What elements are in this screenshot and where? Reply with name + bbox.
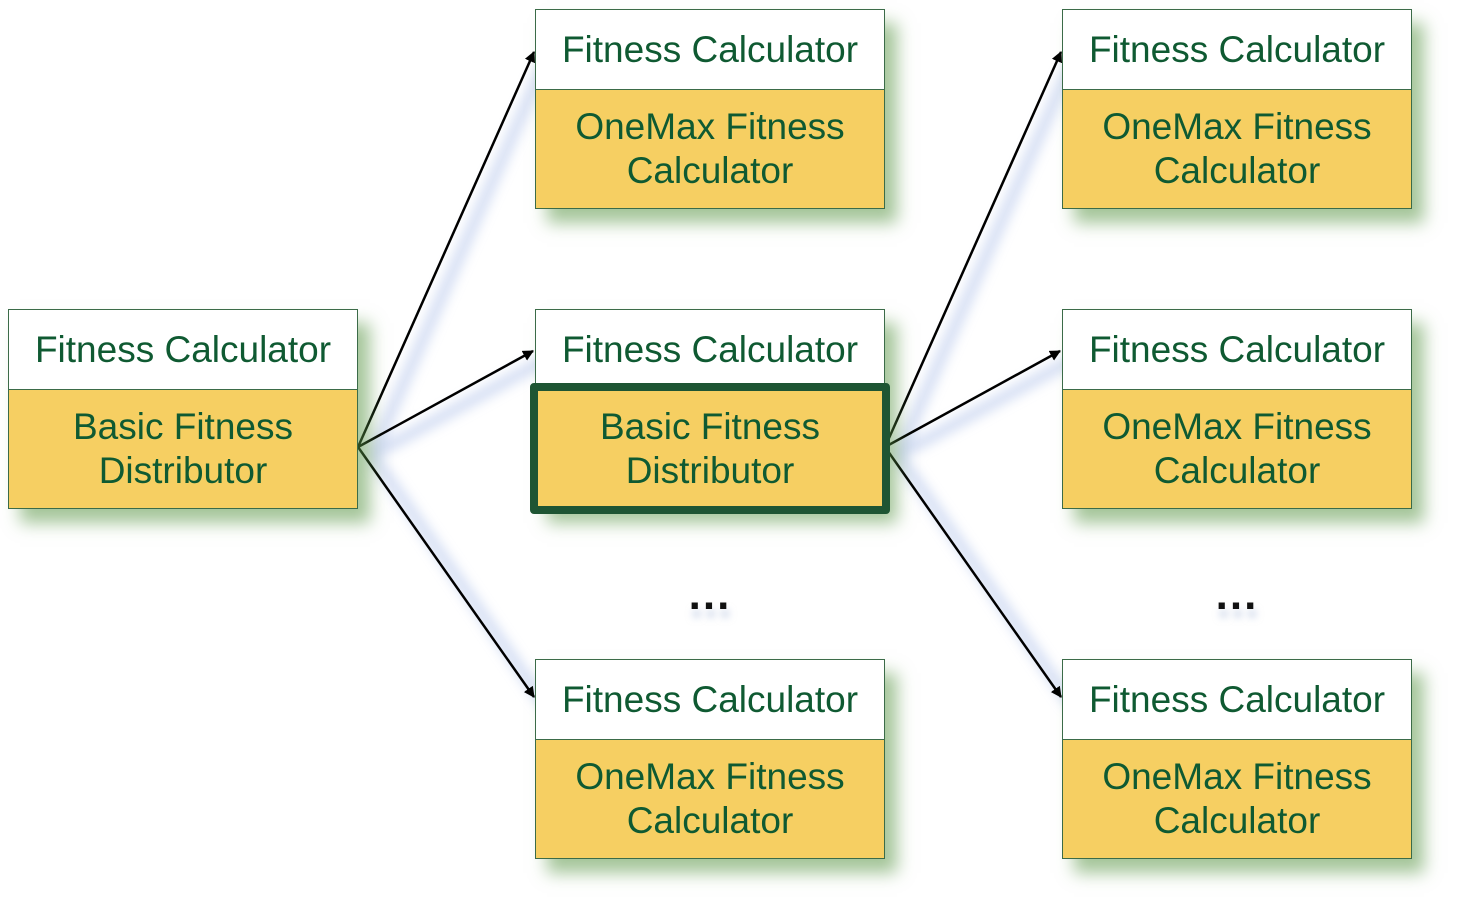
node-body-line: OneMax Fitness: [575, 756, 845, 797]
arrow-mid-center-to-right-bottom: [883, 446, 1063, 698]
node-body: OneMax Fitness Calculator: [1063, 740, 1411, 858]
node-body-line: OneMax Fitness: [1102, 406, 1372, 447]
node-body-line: Calculator: [626, 150, 794, 191]
node-body: OneMax Fitness Calculator: [536, 90, 884, 208]
node-body-line: OneMax Fitness: [575, 106, 845, 147]
connector-shadows: [367, 59, 1077, 708]
node-header: Fitness Calculator: [1063, 10, 1411, 90]
node-right-top: Fitness Calculator OneMax Fitness Calcul…: [1062, 9, 1412, 209]
node-body-line: Calculator: [1153, 150, 1321, 191]
node-root: Fitness Calculator Basic Fitness Distrib…: [8, 309, 358, 509]
node-body: Basic Fitness Distributor: [536, 390, 884, 508]
node-header: Fitness Calculator: [536, 310, 884, 390]
node-body-line: Distributor: [98, 450, 268, 491]
node-body: OneMax Fitness Calculator: [1063, 390, 1411, 508]
node-body-line: Calculator: [1153, 800, 1321, 841]
node-body: Basic Fitness Distributor: [9, 390, 357, 508]
node-body-line: Calculator: [626, 800, 794, 841]
ellipsis-middle: ...: [688, 570, 732, 619]
node-body-line: OneMax Fitness: [1102, 106, 1372, 147]
arrow-root-to-mid-bottom: [356, 446, 536, 698]
node-mid-center: Fitness Calculator Basic Fitness Distrib…: [535, 309, 885, 509]
node-header: Fitness Calculator: [1063, 310, 1411, 390]
node-right-center: Fitness Calculator OneMax Fitness Calcul…: [1062, 309, 1412, 509]
node-header: Fitness Calculator: [536, 660, 884, 740]
node-header: Fitness Calculator: [9, 310, 357, 390]
node-mid-top: Fitness Calculator OneMax Fitness Calcul…: [535, 9, 885, 209]
node-body: OneMax Fitness Calculator: [536, 740, 884, 858]
node-body-line: Calculator: [1153, 450, 1321, 491]
node-body-line: Distributor: [625, 450, 795, 491]
node-right-bottom: Fitness Calculator OneMax Fitness Calcul…: [1062, 659, 1412, 859]
node-body: OneMax Fitness Calculator: [1063, 90, 1411, 208]
node-mid-bottom: Fitness Calculator OneMax Fitness Calcul…: [535, 659, 885, 859]
arrow-root-to-mid-center: [357, 349, 534, 449]
node-body-line: Basic Fitness: [72, 406, 293, 447]
arrow-mid-center-to-right-top: [883, 50, 1063, 448]
node-header: Fitness Calculator: [536, 10, 884, 90]
ellipsis-right: ...: [1215, 570, 1259, 619]
node-body-line: OneMax Fitness: [1102, 756, 1372, 797]
arrow-root-to-mid-top: [356, 50, 536, 448]
node-body-line: Basic Fitness: [599, 406, 820, 447]
arrow-mid-center-to-right-center: [884, 349, 1061, 449]
node-header: Fitness Calculator: [1063, 660, 1411, 740]
